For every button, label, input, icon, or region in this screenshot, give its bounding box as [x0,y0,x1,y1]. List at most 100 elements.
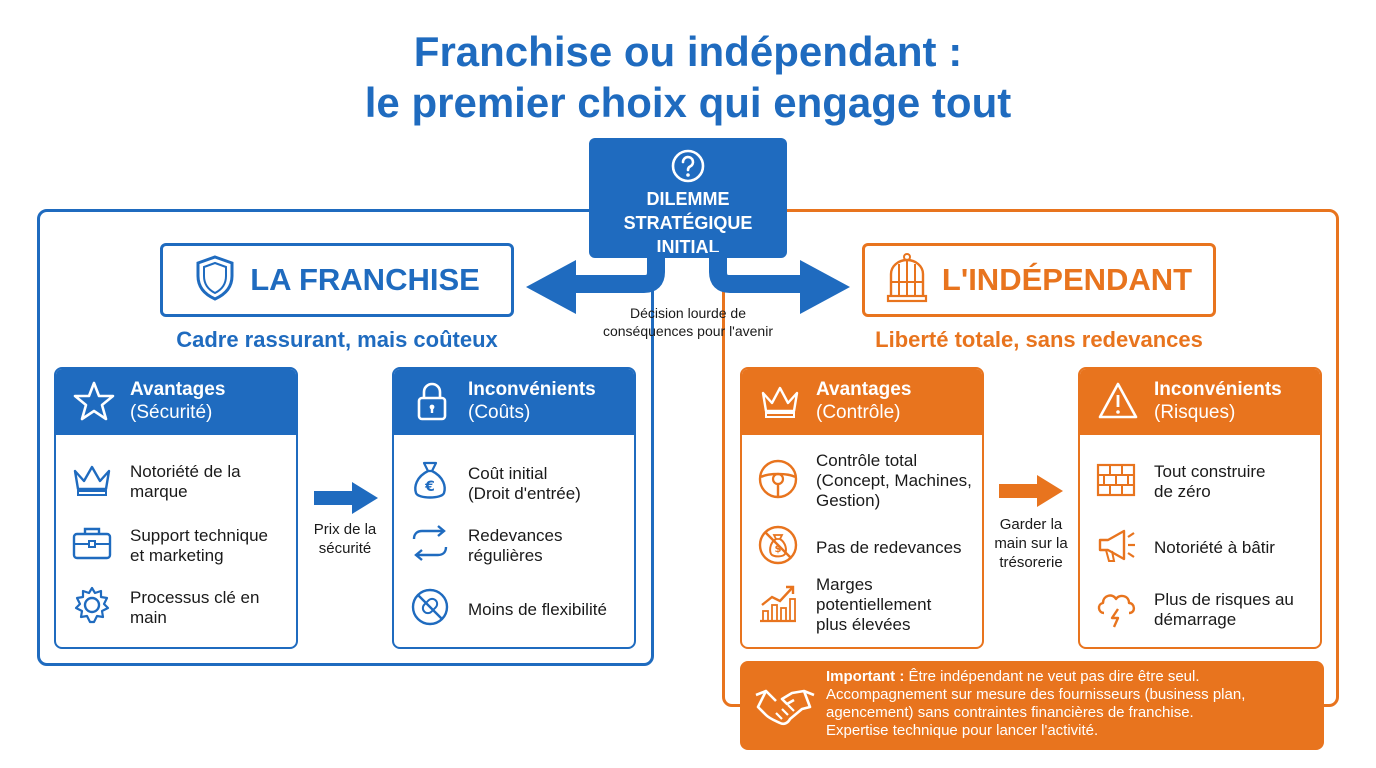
star-icon [72,379,116,428]
arrow-label-line: main sur la [994,535,1068,552]
item-text: Gestion) [816,491,881,510]
question-icon [670,148,706,184]
arrow-label-line: Prix de la [313,521,377,538]
arrow-label-line: Garder la [999,516,1063,533]
crown-icon [758,379,802,428]
item-text: Tout construire [1154,461,1266,481]
independant-tagline: Liberté totale, sans redevances [875,327,1203,352]
item-text: marque [130,481,188,501]
list-item: $ Pas de redevances [756,523,962,572]
franchise-title: LA FRANCHISE [250,262,480,297]
independant-adv-subtitle: (Contrôle) [816,402,901,423]
independant-advantages-card: Avantages (Contrôle) Contrôle total(Conc… [740,367,984,649]
no-fees-icon: $ [756,523,800,572]
important-line: Accompagnement sur mesure des fournisseu… [826,686,1246,703]
independant-arrow-label: Garder la main sur la trésorerie [984,515,1078,572]
item-text: Moins de flexibilité [468,599,607,619]
dilemma-line3: INITIAL [656,237,720,257]
birdcage-icon [886,252,928,309]
shield-icon [194,254,236,307]
item-text: potentiellement [816,595,932,614]
franchise-panel [37,209,654,666]
decision-note: Décision lourde de conséquences pour l'a… [588,304,788,340]
recurring-arrows-icon [408,523,452,568]
dilemma-line2: STRATÉGIQUE [623,213,753,233]
warning-icon [1096,379,1140,428]
independant-drw-subtitle: (Risques) [1154,402,1236,423]
gear-icon [70,585,114,630]
franchise-drawbacks-card: Inconvénients (Coûts) € Coût initial(Dro… [392,367,636,649]
lock-icon [410,379,454,428]
crown-icon [70,459,114,504]
money-bag-icon: € [408,459,452,508]
item-text: et marketing [130,545,224,565]
franchise-arrow-label: Prix de la sécurité [300,520,390,558]
independant-title: L'INDÉPENDANT [941,262,1193,297]
storm-cloud-icon [1094,585,1138,634]
item-text: Redevances [468,525,563,545]
item-text: Marges [816,575,873,594]
independant-header: L'INDÉPENDANT [862,243,1216,317]
franchise-adv-subtitle: (Sécurité) [130,402,213,423]
arrow-label-line: sécurité [318,540,372,557]
independant-adv-title: Avantages [816,379,912,400]
franchise-tagline: Cadre rassurant, mais coûteux [176,327,498,352]
list-item: Moins de flexibilité [408,585,607,634]
decision-note-line1: Décision lourde de [630,305,746,321]
item-text: (Concept, Machines, [816,471,972,490]
growth-chart-icon [756,581,800,630]
split-arrows [526,252,850,314]
arrow-label-line: trésorerie [999,554,1063,571]
item-text: Contrôle total [816,451,918,470]
item-text: Pas de redevances [816,537,962,557]
handshake-icon [754,677,816,736]
independant-drw-title: Inconvénients [1154,379,1282,400]
item-text: Plus de risques au [1154,589,1294,609]
list-item: Contrôle total(Concept, Machines,Gestion… [756,451,972,511]
no-flexibility-icon [408,585,452,634]
svg-text:$: $ [775,544,782,555]
item-text: main [130,607,167,627]
item-text: de zéro [1154,481,1211,501]
dilemma-line1: DILEMME [646,189,730,209]
item-text: régulières [468,545,543,565]
steering-wheel-icon [756,457,800,506]
list-item: € Coût initial(Droit d'entrée) [408,459,581,508]
brick-wall-icon [1094,459,1138,504]
decision-note-line2: conséquences pour l'avenir [602,323,773,339]
svg-text:€: € [424,479,435,495]
dilemma-box: DILEMME STRATÉGIQUE INITIAL [589,138,787,258]
franchise-drw-subtitle: (Coûts) [468,402,531,423]
page-title-line2: le premier choix qui engage tout [364,79,1012,126]
toolbox-icon [70,523,114,568]
item-text: Processus clé en [130,587,260,607]
page-title-line1: Franchise ou indépendant : [413,28,963,75]
item-text: démarrage [1154,609,1237,629]
important-line: Être indépendant ne veut pas dire être s… [908,668,1200,685]
franchise-arrow [314,482,378,514]
item-text: Support technique [130,525,268,545]
independant-arrow [999,475,1063,507]
franchise-drw-title: Inconvénients [468,379,596,400]
franchise-header: LA FRANCHISE [160,243,514,317]
list-item: Notoriété à bâtir [1094,523,1275,572]
important-box: Important : Être indépendant ne veut pas… [740,661,1324,750]
important-label: Important : [826,668,905,685]
item-text: Notoriété de la [130,461,241,481]
franchise-adv-title: Avantages [130,379,226,400]
item-text: Notoriété à bâtir [1154,537,1275,557]
important-line: agencement) sans contraintes financières… [826,704,1194,721]
megaphone-icon [1094,523,1138,572]
item-text: plus élevées [816,615,911,634]
item-text: Coût initial [468,463,548,483]
item-text: (Droit d'entrée) [468,483,581,503]
